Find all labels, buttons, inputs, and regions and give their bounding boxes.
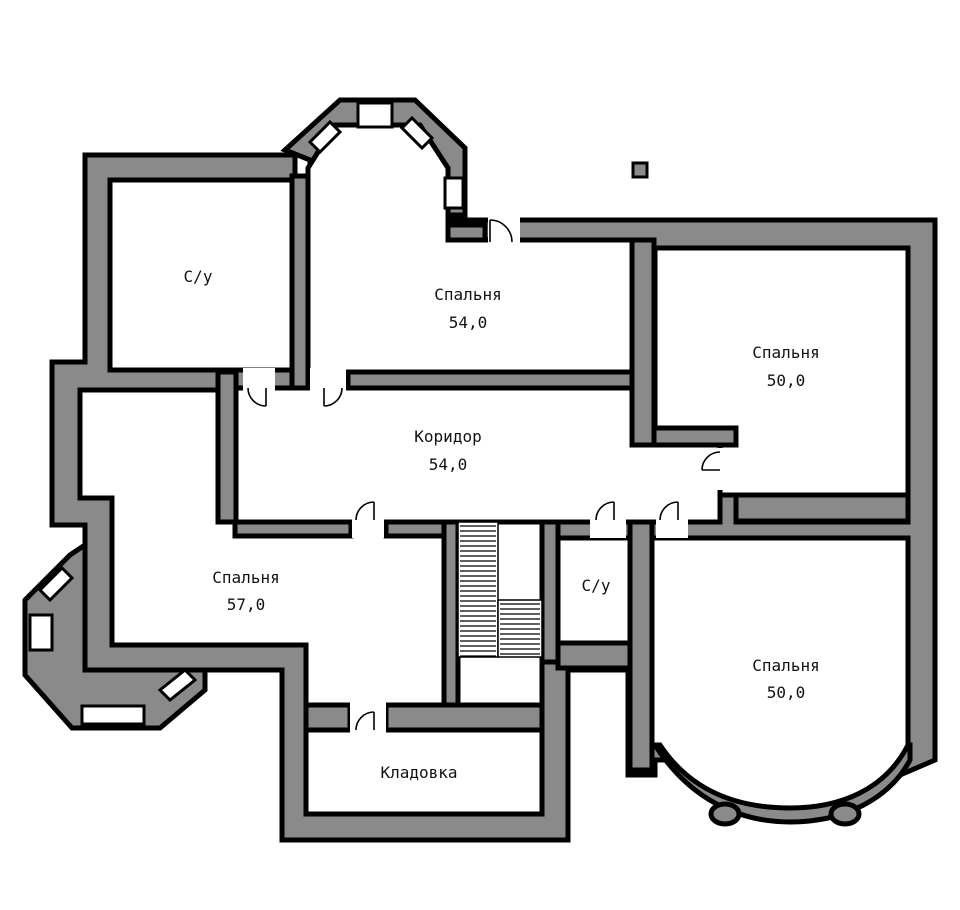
door-bedroom-1-corridor bbox=[323, 387, 343, 407]
doors bbox=[243, 215, 738, 734]
room-area-corridor: 54,0 bbox=[429, 455, 468, 474]
window-right-bay bbox=[443, 176, 465, 210]
room-area-bedroom-1: 54,0 bbox=[449, 313, 488, 332]
room-label-storage: Кладовка bbox=[380, 763, 457, 782]
room-label-bathroom-1: С/у bbox=[184, 267, 213, 286]
room-area-bedroom-4: 50,0 bbox=[767, 683, 806, 702]
door-bedroom-1 bbox=[489, 219, 513, 243]
door-bathroom-1 bbox=[247, 387, 267, 407]
room-label-bathroom-2: С/у bbox=[582, 576, 611, 595]
room-area-bedroom-3: 57,0 bbox=[227, 595, 266, 614]
room-labels: С/у Спальня 54,0 Спальня 50,0 Коридор 54… bbox=[184, 267, 820, 782]
windows bbox=[28, 101, 862, 827]
door-storage bbox=[355, 711, 375, 731]
room-label-corridor: Коридор bbox=[414, 427, 481, 446]
window-diag-4 bbox=[157, 667, 198, 703]
room-area-bedroom-2: 50,0 bbox=[767, 371, 806, 390]
window-left-bay bbox=[28, 613, 54, 652]
room-label-bedroom-1: Спальня bbox=[434, 285, 501, 304]
staircase bbox=[457, 521, 543, 658]
window-diag-1 bbox=[307, 119, 343, 155]
room-bathroom-2-floor bbox=[555, 535, 633, 646]
chimney-column bbox=[631, 161, 649, 179]
room-bedroom-1-floor bbox=[305, 122, 635, 391]
window-diag-2 bbox=[399, 115, 435, 151]
door-bedroom-4 bbox=[659, 501, 679, 521]
column-2 bbox=[828, 801, 862, 827]
door-bedroom-2 bbox=[701, 451, 721, 471]
door-bathroom-2 bbox=[595, 501, 615, 521]
window-left-bay-bottom bbox=[80, 704, 146, 726]
window-top bbox=[356, 101, 394, 129]
room-label-bedroom-3: Спальня bbox=[212, 568, 279, 587]
room-label-bedroom-4: Спальня bbox=[752, 656, 819, 675]
window-diag-3 bbox=[37, 565, 75, 603]
column-1 bbox=[708, 801, 742, 827]
room-bedroom-4-floor bbox=[649, 535, 911, 811]
door-bedroom-3 bbox=[355, 501, 375, 521]
room-label-bedroom-2: Спальня bbox=[752, 343, 819, 362]
